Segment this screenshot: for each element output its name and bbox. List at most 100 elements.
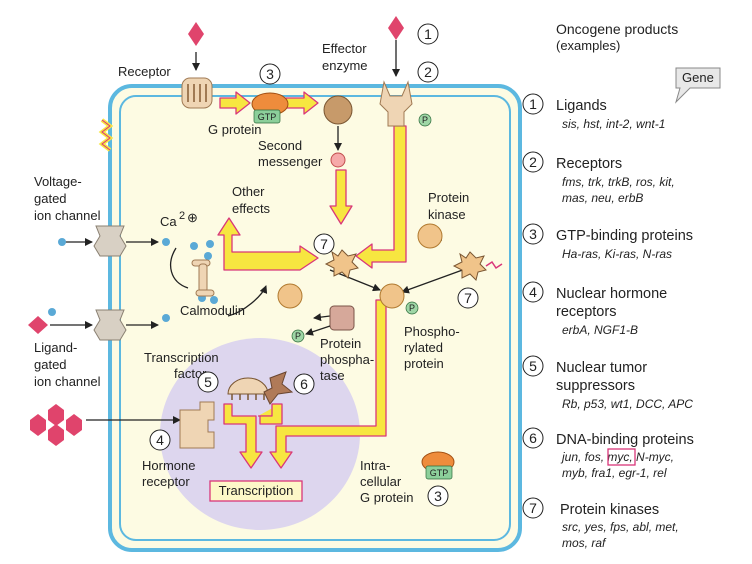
gtp-label: GTP xyxy=(258,112,277,122)
hormone-receptor-label-1: Hormone xyxy=(142,458,195,473)
legend-item-3-title: GTP-binding proteins xyxy=(556,228,693,244)
legend-item-5-title-1: Nuclear tumor xyxy=(556,360,647,376)
marker-5: 5 xyxy=(204,374,212,390)
hormone-hexagons xyxy=(30,404,82,446)
effector-label-1: Effector xyxy=(322,41,367,56)
ligand-diamond-top-left xyxy=(188,22,204,46)
myc-highlight-box xyxy=(607,448,636,466)
legend-item-6-title: DNA-binding proteins xyxy=(556,432,694,448)
legend-item-3-number: 3 xyxy=(529,226,537,242)
receptor-label: Receptor xyxy=(118,64,171,79)
voltage-gated-label-3: ion channel xyxy=(34,208,101,223)
diagram-markers: 1 2 3 7 7 5 6 4 3 xyxy=(149,23,479,507)
legend-item-6-genes-1c: , N-myc, xyxy=(629,450,674,464)
kinase-star-center xyxy=(324,249,359,279)
intracellular-gtp-tag xyxy=(425,465,453,480)
legend-item-2-number: 2 xyxy=(529,154,537,170)
legend-item-4-title-2: receptors xyxy=(556,304,616,320)
legend-item-7-number: 7 xyxy=(529,500,537,516)
ligand-gated-ion-channel xyxy=(93,309,127,341)
legend-item-2-title: Receptors xyxy=(556,156,622,172)
intracellular-label-3: G protein xyxy=(360,490,413,505)
ligand-gated-label-1: Ligand- xyxy=(34,340,77,355)
second-messenger xyxy=(330,152,346,168)
marker-3-bottom: 3 xyxy=(434,488,442,504)
legend-item-4-genes: erbA, NGF1-B xyxy=(562,323,638,337)
legend-item-4: 4 Nuclear hormone receptors erbA, NGF1-B xyxy=(522,281,667,337)
receptor-protein xyxy=(181,77,213,109)
marker-7-center: 7 xyxy=(320,236,328,252)
phosphate-protein-label: P xyxy=(409,303,415,313)
legend-item-6: 6 DNA-binding proteins jun, fos, myc, N-… xyxy=(522,427,694,480)
gtp-tag xyxy=(253,109,281,124)
marker-3-top: 3 xyxy=(266,66,274,82)
legend-item-3: 3 GTP-binding proteins Ha-ras, Ki-ras, N… xyxy=(522,223,693,261)
phosphatase-label-3: tase xyxy=(320,368,345,383)
calcium-label: Ca xyxy=(160,214,177,229)
effector-enzyme xyxy=(379,80,413,127)
phosphate-free-label: P xyxy=(295,331,301,341)
voltage-gated-ion-channel xyxy=(93,225,127,257)
legend-item-7: 7 Protein kinases src, yes, fps, abl, me… xyxy=(522,497,679,550)
legend-item-6-genes-2: myb, fra1, egr-1, rel xyxy=(562,466,667,480)
kinase-star-right xyxy=(452,251,487,281)
ligand-diamond-left xyxy=(28,316,48,334)
kinase-tail xyxy=(485,260,503,270)
other-effects-label-1: Other xyxy=(232,184,265,199)
protein-kinase xyxy=(417,223,443,249)
calcium-plus: ⊕ xyxy=(187,210,198,225)
calcium-charge: 2 xyxy=(179,210,185,222)
phosphate-effector-label: P xyxy=(422,115,428,125)
phospho-protein-label-3: protein xyxy=(404,356,444,371)
transcription-label: Transcription xyxy=(219,483,294,498)
g-protein-label: G protein xyxy=(208,122,261,137)
transcription-factor-label-1: Transcription xyxy=(144,350,219,365)
calmodulin-label: Calmodulin xyxy=(180,303,245,318)
legend-item-3-genes: Ha-ras, Ki-ras, N-ras xyxy=(562,247,672,261)
legend-heading-1: Oncogene products xyxy=(556,21,678,37)
calmodulin-protein xyxy=(191,259,215,297)
legend: Oncogene products (examples) Gene 1 Liga… xyxy=(522,21,721,550)
legend-item-7-genes-2: mos, raf xyxy=(562,536,607,550)
marker-2: 2 xyxy=(424,64,432,80)
legend-item-6-number: 6 xyxy=(529,430,537,446)
legend-item-6-genes-1b: myc xyxy=(607,450,629,464)
dna-binding-protein xyxy=(263,371,294,405)
protein-kinase-label-2: kinase xyxy=(428,207,466,222)
voltage-gated-label-1: Voltage- xyxy=(34,174,82,189)
phospho-protein-label-1: Phospho- xyxy=(404,324,460,339)
legend-heading-2: (examples) xyxy=(556,38,620,53)
substrate-protein-left xyxy=(277,283,303,309)
legend-item-5-number: 5 xyxy=(529,358,537,374)
legend-item-1: 1 Ligands sis, hst, int-2, wnt-1 xyxy=(522,93,665,131)
hormone-receptor xyxy=(179,401,215,449)
intracellular-gtp-label: GTP xyxy=(430,468,449,478)
legend-item-5-genes: Rb, p53, wt1, DCC, APC xyxy=(562,397,693,411)
marker-7-right: 7 xyxy=(464,290,472,306)
marker-4: 4 xyxy=(156,432,164,448)
legend-item-4-number: 4 xyxy=(529,284,537,300)
protein-kinase-label-1: Protein xyxy=(428,190,469,205)
legend-item-7-title: Protein kinases xyxy=(560,502,659,518)
legend-item-2-genes-1: fms, trk, trkB, ros, kit, xyxy=(562,175,675,189)
legend-item-7-genes-1: src, yes, fps, abl, met, xyxy=(562,520,679,534)
legend-item-2: 2 Receptors fms, trk, trkB, ros, kit, ma… xyxy=(522,151,675,205)
legend-item-1-number: 1 xyxy=(529,96,537,112)
second-messenger-label-2: messenger xyxy=(258,154,323,169)
other-effects-label-2: effects xyxy=(232,201,271,216)
intracellular-label-1: Intra- xyxy=(360,458,390,473)
transcription-box xyxy=(209,480,303,502)
intracellular-label-2: cellular xyxy=(360,474,402,489)
phosphatase-label-2: phospha- xyxy=(320,352,374,367)
amplifier-protein xyxy=(323,95,353,125)
hormone-receptor-label-2: receptor xyxy=(142,474,190,489)
diagram-labels: Receptor G protein Effector enzyme Secon… xyxy=(34,41,469,505)
gene-callout: Gene xyxy=(674,67,721,104)
protein-phosphatase xyxy=(329,305,355,331)
legend-item-5-title-2: suppressors xyxy=(556,378,635,394)
marker-1: 1 xyxy=(424,26,432,42)
effector-label-2: enzyme xyxy=(322,58,368,73)
ligand-diamond-top-right xyxy=(388,16,404,40)
phosphatase-label-1: Protein xyxy=(320,336,361,351)
